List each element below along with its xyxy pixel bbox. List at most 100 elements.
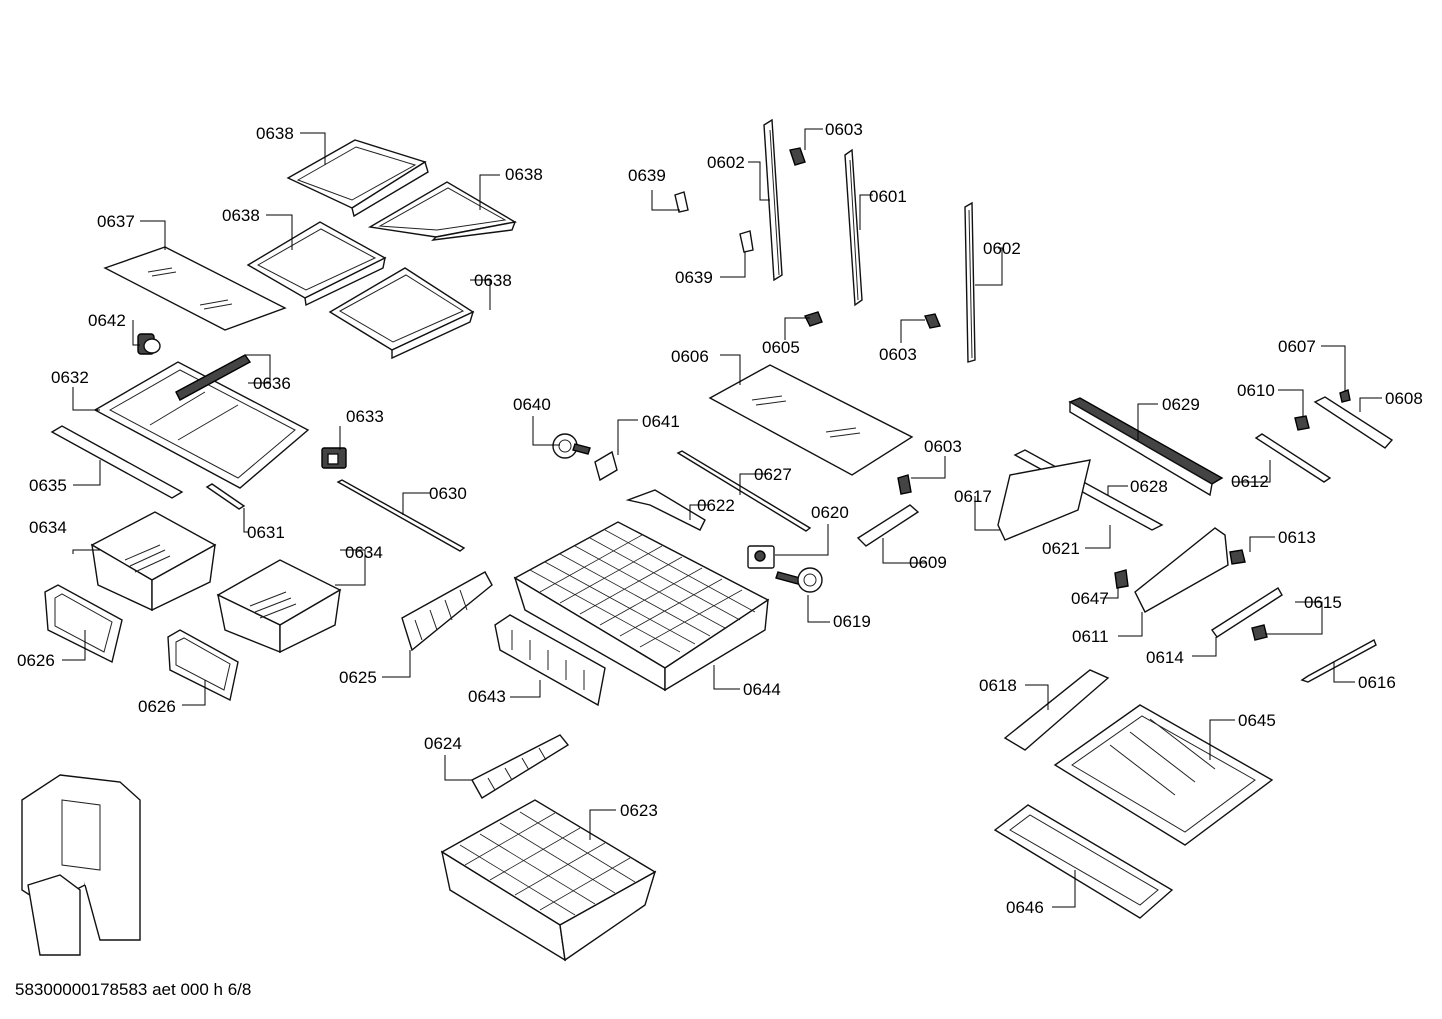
bracket-0609 — [856, 474, 920, 547]
label-0638: 0638 — [222, 206, 260, 225]
latch-0620 — [747, 545, 775, 569]
glass-shelf-0637 — [103, 246, 287, 331]
label-0601: 0601 — [869, 187, 907, 206]
rail-0614 — [1211, 587, 1283, 638]
label-0632: 0632 — [51, 368, 89, 387]
label-0626: 0626 — [138, 697, 176, 716]
label-0633: 0633 — [346, 407, 384, 426]
screw-0605 — [804, 311, 823, 327]
label-0621: 0621 — [1042, 539, 1080, 558]
label-0634: 0634 — [345, 543, 383, 562]
rail-0602-right — [964, 201, 976, 363]
clip-0633 — [321, 447, 347, 469]
wire-0616 — [1300, 639, 1377, 683]
handle-0618 — [1003, 669, 1110, 751]
label-0629: 0629 — [1162, 395, 1200, 414]
label-0635: 0635 — [29, 476, 67, 495]
gear-0619 — [775, 567, 823, 593]
screw-0615 — [1251, 624, 1268, 641]
label-0625: 0625 — [339, 668, 377, 687]
rail-0601 — [844, 148, 863, 307]
label-0641: 0641 — [642, 412, 680, 431]
label-0606: 0606 — [671, 347, 709, 366]
bracket-0612 — [1254, 433, 1332, 483]
label-0647: 0647 — [1071, 589, 1109, 608]
shelf-0638-top — [286, 139, 429, 218]
shelf-0638-right — [367, 181, 517, 241]
label-0627: 0627 — [754, 465, 792, 484]
screw-0603-top — [789, 147, 806, 166]
strip-0635 — [50, 425, 184, 499]
gear-0640 — [552, 433, 591, 459]
drawer-front-0646 — [993, 804, 1174, 919]
label-0638: 0638 — [505, 165, 543, 184]
appliance-thumbnail — [21, 774, 141, 956]
label-0603: 0603 — [879, 345, 917, 364]
freezer-tray-0645 — [1053, 704, 1274, 846]
knob-0642 — [137, 333, 161, 355]
label-0624: 0624 — [424, 734, 462, 753]
label-0637: 0637 — [97, 212, 135, 231]
drawer-front-0626-left — [44, 584, 123, 664]
rod-0630 — [336, 479, 466, 552]
drawer-front-0626-right — [167, 629, 239, 702]
crisper-drawer-0634-right — [216, 559, 342, 654]
label-0603: 0603 — [825, 120, 863, 139]
shelf-0638-middle — [246, 221, 387, 307]
bracket-0617 — [997, 459, 1091, 541]
label-0602: 0602 — [707, 153, 745, 172]
label-0613: 0613 — [1278, 528, 1316, 547]
shelf-0638-bottom — [328, 267, 475, 360]
label-0603: 0603 — [924, 437, 962, 456]
glass-shelf-0606 — [708, 364, 914, 476]
label-0628: 0628 — [1130, 477, 1168, 496]
plate-0641 — [594, 450, 618, 482]
label-0636: 0636 — [253, 374, 291, 393]
label-0611: 0611 — [1072, 627, 1109, 646]
label-0639: 0639 — [628, 166, 666, 185]
label-0638: 0638 — [474, 271, 512, 290]
label-0617: 0617 — [954, 487, 992, 506]
label-0643: 0643 — [468, 687, 506, 706]
document-id: 58300000178583 aet 000 h 6/8 — [15, 980, 252, 999]
bracket-0622 — [625, 489, 706, 531]
label-0618: 0618 — [979, 676, 1017, 695]
label-0626: 0626 — [17, 651, 55, 670]
label-0646: 0646 — [1006, 898, 1044, 917]
screw-0610 — [1294, 415, 1310, 431]
label-0612: 0612 — [1231, 472, 1269, 491]
label-0607: 0607 — [1278, 337, 1316, 356]
cover-0629 — [1068, 397, 1224, 497]
label-0616: 0616 — [1358, 673, 1396, 692]
label-0608: 0608 — [1385, 389, 1423, 408]
clip-0639-bottom — [739, 230, 754, 253]
label-0622: 0622 — [697, 496, 735, 515]
label-0620: 0620 — [811, 503, 849, 522]
crisper-drawer-0634-left — [90, 511, 217, 612]
clip-0647 — [1114, 569, 1129, 589]
label-0602: 0602 — [983, 239, 1021, 258]
label-0645: 0645 — [1238, 711, 1276, 730]
label-0644: 0644 — [743, 680, 781, 699]
wire-basket-0623 — [440, 799, 657, 962]
label-0630: 0630 — [429, 484, 467, 503]
bracket-0631 — [205, 483, 246, 510]
leader-lines — [62, 128, 1382, 908]
label-0605: 0605 — [762, 338, 800, 357]
part-number-labels: 0638 0638 0638 0638 0637 0642 0632 0636 … — [17, 120, 1423, 917]
divider-0625 — [401, 571, 493, 652]
label-0623: 0623 — [620, 801, 658, 820]
wire-basket-0644 — [513, 521, 770, 692]
divider-0624 — [471, 734, 570, 799]
rail-0608 — [1313, 396, 1394, 449]
divider-0643 — [494, 614, 606, 707]
label-0615: 0615 — [1304, 593, 1342, 612]
rod-0627 — [676, 450, 812, 532]
plate-0611 — [1134, 527, 1229, 613]
crisper-cover-frame-0632 — [93, 354, 310, 489]
screw-0613 — [1229, 549, 1246, 565]
label-0634: 0634 — [29, 518, 67, 537]
rail-0602-left — [763, 118, 783, 282]
label-0610: 0610 — [1237, 381, 1275, 400]
